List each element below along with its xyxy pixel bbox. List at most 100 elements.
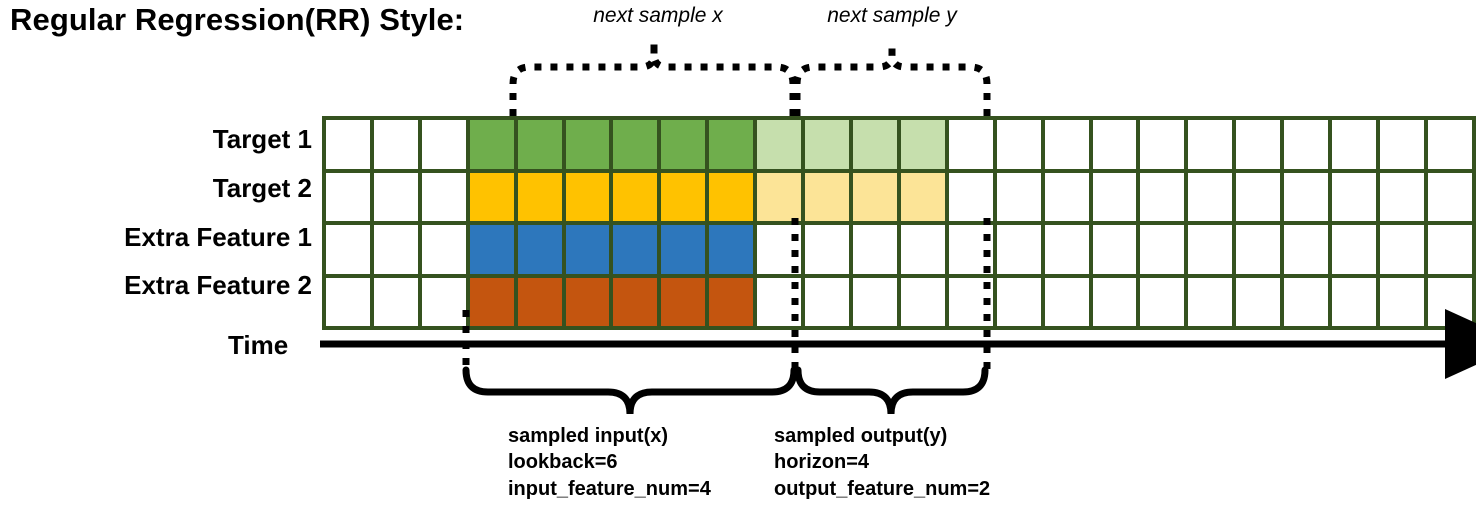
timeline-cell — [1184, 168, 1237, 225]
timeline-cell — [657, 221, 710, 278]
timeline-cell — [561, 116, 614, 173]
timeline-cell — [1232, 221, 1285, 278]
timeline-cell — [657, 273, 710, 330]
timeline-cell — [465, 116, 518, 173]
timeline-cell — [513, 221, 566, 278]
timeline-row — [322, 168, 1476, 225]
timeline-cell — [369, 168, 422, 225]
timeline-cell — [1328, 273, 1380, 330]
timeline-cell — [848, 168, 901, 225]
timeline-cell — [609, 221, 662, 278]
timeline-cell — [1136, 168, 1189, 225]
timeline-cell — [657, 168, 710, 225]
timeline-cell — [992, 273, 1045, 330]
top-brace-next-sample-y — [793, 41, 991, 116]
timeline-cell — [1280, 273, 1333, 330]
annotation-label-next-sample-y: next sample y — [827, 4, 957, 27]
timeline-cell — [753, 116, 806, 173]
timeline-cell — [705, 273, 758, 330]
timeline-cell — [705, 221, 758, 278]
timeline-cell — [465, 168, 518, 225]
timeline-cell — [1088, 273, 1141, 330]
timeline-row — [322, 221, 1476, 278]
timeline-cell — [1136, 116, 1189, 173]
timeline-cell — [1375, 116, 1428, 173]
timeline-cell — [705, 168, 758, 225]
time-axis-label: Time — [228, 330, 289, 360]
timeline-cell — [753, 168, 806, 225]
timeline-cell — [417, 116, 470, 173]
timeline-cell — [1375, 221, 1428, 278]
timeline-cell — [322, 168, 374, 225]
caption-sampled-input-line-1: sampled input(x) — [508, 425, 669, 447]
timeline-cell — [801, 273, 853, 330]
timeline-cell — [1040, 168, 1093, 225]
timeline-cell — [1088, 168, 1141, 225]
timeline-cell — [609, 116, 662, 173]
timeline-cell — [896, 168, 949, 225]
timeline-cell — [1328, 168, 1380, 225]
timeline-cell — [1040, 221, 1093, 278]
timeline-cell — [561, 168, 614, 225]
timeline-cell — [1280, 168, 1333, 225]
timeline-cell — [753, 221, 806, 278]
row-label-target-2: Target 2 — [212, 173, 312, 203]
timeline-cell — [705, 116, 758, 173]
caption-sampled-input: sampled input(x) lookback=6 input_featur… — [508, 423, 711, 502]
timeline-cell — [1280, 116, 1333, 173]
timeline-cell — [1328, 221, 1380, 278]
timeline-cell — [1040, 116, 1093, 173]
caption-sampled-output-line-2: horizon=4 — [774, 451, 870, 474]
timeline-cell — [801, 168, 853, 225]
timeline-cell — [944, 168, 997, 225]
timeline-cell — [848, 221, 901, 278]
page-title: Regular Regression(RR) Style: — [10, 2, 465, 37]
timeline-cell — [801, 116, 853, 173]
timeline-cell — [1423, 116, 1476, 173]
timeline-cell — [1184, 221, 1237, 278]
row-label-extra-feature-2: Extra Feature 2 — [124, 270, 312, 300]
timeline-cell — [992, 116, 1045, 173]
timeline-cell — [1232, 168, 1285, 225]
timeline-cell — [944, 273, 997, 330]
row-label-target-1: Target 1 — [212, 124, 312, 154]
timeline-cell — [561, 273, 614, 330]
timeline-cell — [1088, 116, 1141, 173]
timeline-cell — [896, 273, 949, 330]
timeline-cell — [1375, 273, 1428, 330]
timeline-cell — [944, 221, 997, 278]
annotation-label-next-sample-x: next sample x — [593, 4, 723, 27]
timeline-grid — [322, 116, 1476, 330]
timeline-cell — [1184, 273, 1237, 330]
timeline-cell — [1184, 116, 1237, 173]
timeline-cell — [322, 273, 374, 330]
caption-sampled-output: sampled output(y) horizon=4 output_featu… — [774, 423, 990, 502]
timeline-cell — [417, 168, 470, 225]
timeline-cell — [561, 221, 614, 278]
caption-sampled-output-line-1: sampled output(y) — [774, 425, 948, 447]
timeline-cell — [417, 221, 470, 278]
timeline-cell — [1136, 273, 1189, 330]
timeline-grid-table — [322, 116, 1476, 330]
timeline-cell — [513, 116, 566, 173]
timeline-cell — [992, 221, 1045, 278]
timeline-cell — [896, 116, 949, 173]
timeline-cell — [322, 221, 374, 278]
timeline-cell — [1232, 273, 1285, 330]
timeline-cell — [513, 273, 566, 330]
timeline-cell — [1328, 116, 1380, 173]
timeline-cell — [417, 273, 470, 330]
timeline-cell — [848, 273, 901, 330]
bottom-brace-sampled-output — [794, 366, 989, 415]
timeline-cell — [1040, 273, 1093, 330]
timeline-cell — [513, 168, 566, 225]
timeline-cell — [1423, 221, 1476, 278]
timeline-cell — [992, 168, 1045, 225]
row-label-extra-feature-1: Extra Feature 1 — [124, 222, 312, 252]
timeline-cell — [1423, 273, 1476, 330]
timeline-cell — [753, 273, 806, 330]
timeline-cell — [1375, 168, 1428, 225]
timeline-row — [322, 273, 1476, 330]
timeline-cell — [1423, 168, 1476, 225]
